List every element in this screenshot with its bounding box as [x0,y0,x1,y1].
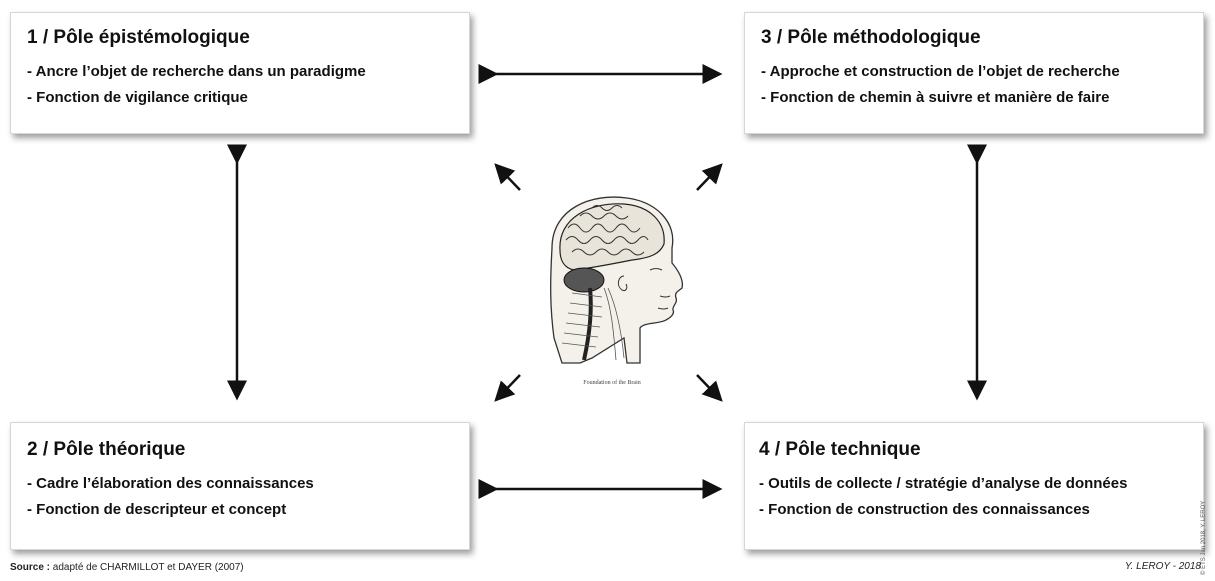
pole-2-line-2: - Fonction de descripteur et concept [27,501,287,518]
arrow-to-pole-2 [494,374,521,402]
source-note: Source : adapté de CHARMILLOT et DAYER (… [10,562,244,573]
pole-4-box: 4 / Pôle technique - Outils de collecte … [744,422,1204,550]
pole-3-line-2: - Fonction de chemin à suivre et manière… [761,89,1110,106]
copyright-note: © ETS Jan 2018, Y. LEROY [1201,500,1207,575]
pole-2-line-1: - Cadre l’élaboration des connaissances [27,475,314,492]
pole-1-line-1: - Ancre l’objet de recherche dans un par… [27,63,366,80]
pole-2-box: 2 / Pôle théorique - Cadre l’élaboration… [10,422,470,550]
brain-caption: Foundation of the Brain [583,379,641,386]
pole-1-box: 1 / Pôle épistémologique - Ancre l’objet… [10,12,470,134]
pole-4-title: 4 / Pôle technique [759,439,921,460]
pole-3-title: 3 / Pôle méthodologique [761,27,981,48]
arrow-to-pole-3 [696,163,723,191]
arrow-to-pole-1 [494,163,521,191]
author-credit: Y. LEROY - 2018 [1124,561,1201,572]
arrow-to-pole-4 [696,374,723,402]
source-text: adapté de CHARMILLOT et DAYER (2007) [50,562,244,573]
pole-1-title: 1 / Pôle épistémologique [27,27,250,48]
pole-1-line-2: - Fonction de vigilance critique [27,89,248,106]
pole-4-line-2: - Fonction de construction des connaissa… [759,501,1090,518]
pole-4-line-1: - Outils de collecte / stratégie d’analy… [759,475,1128,492]
pole-2-title: 2 / Pôle théorique [27,439,186,460]
source-label: Source : [10,562,51,573]
brain-anatomy-icon: Foundation of the Brain [550,196,684,386]
pole-3-line-1: - Approche et construction de l’objet de… [761,63,1120,80]
pole-3-box: 3 / Pôle méthodologique - Approche et co… [744,12,1204,134]
